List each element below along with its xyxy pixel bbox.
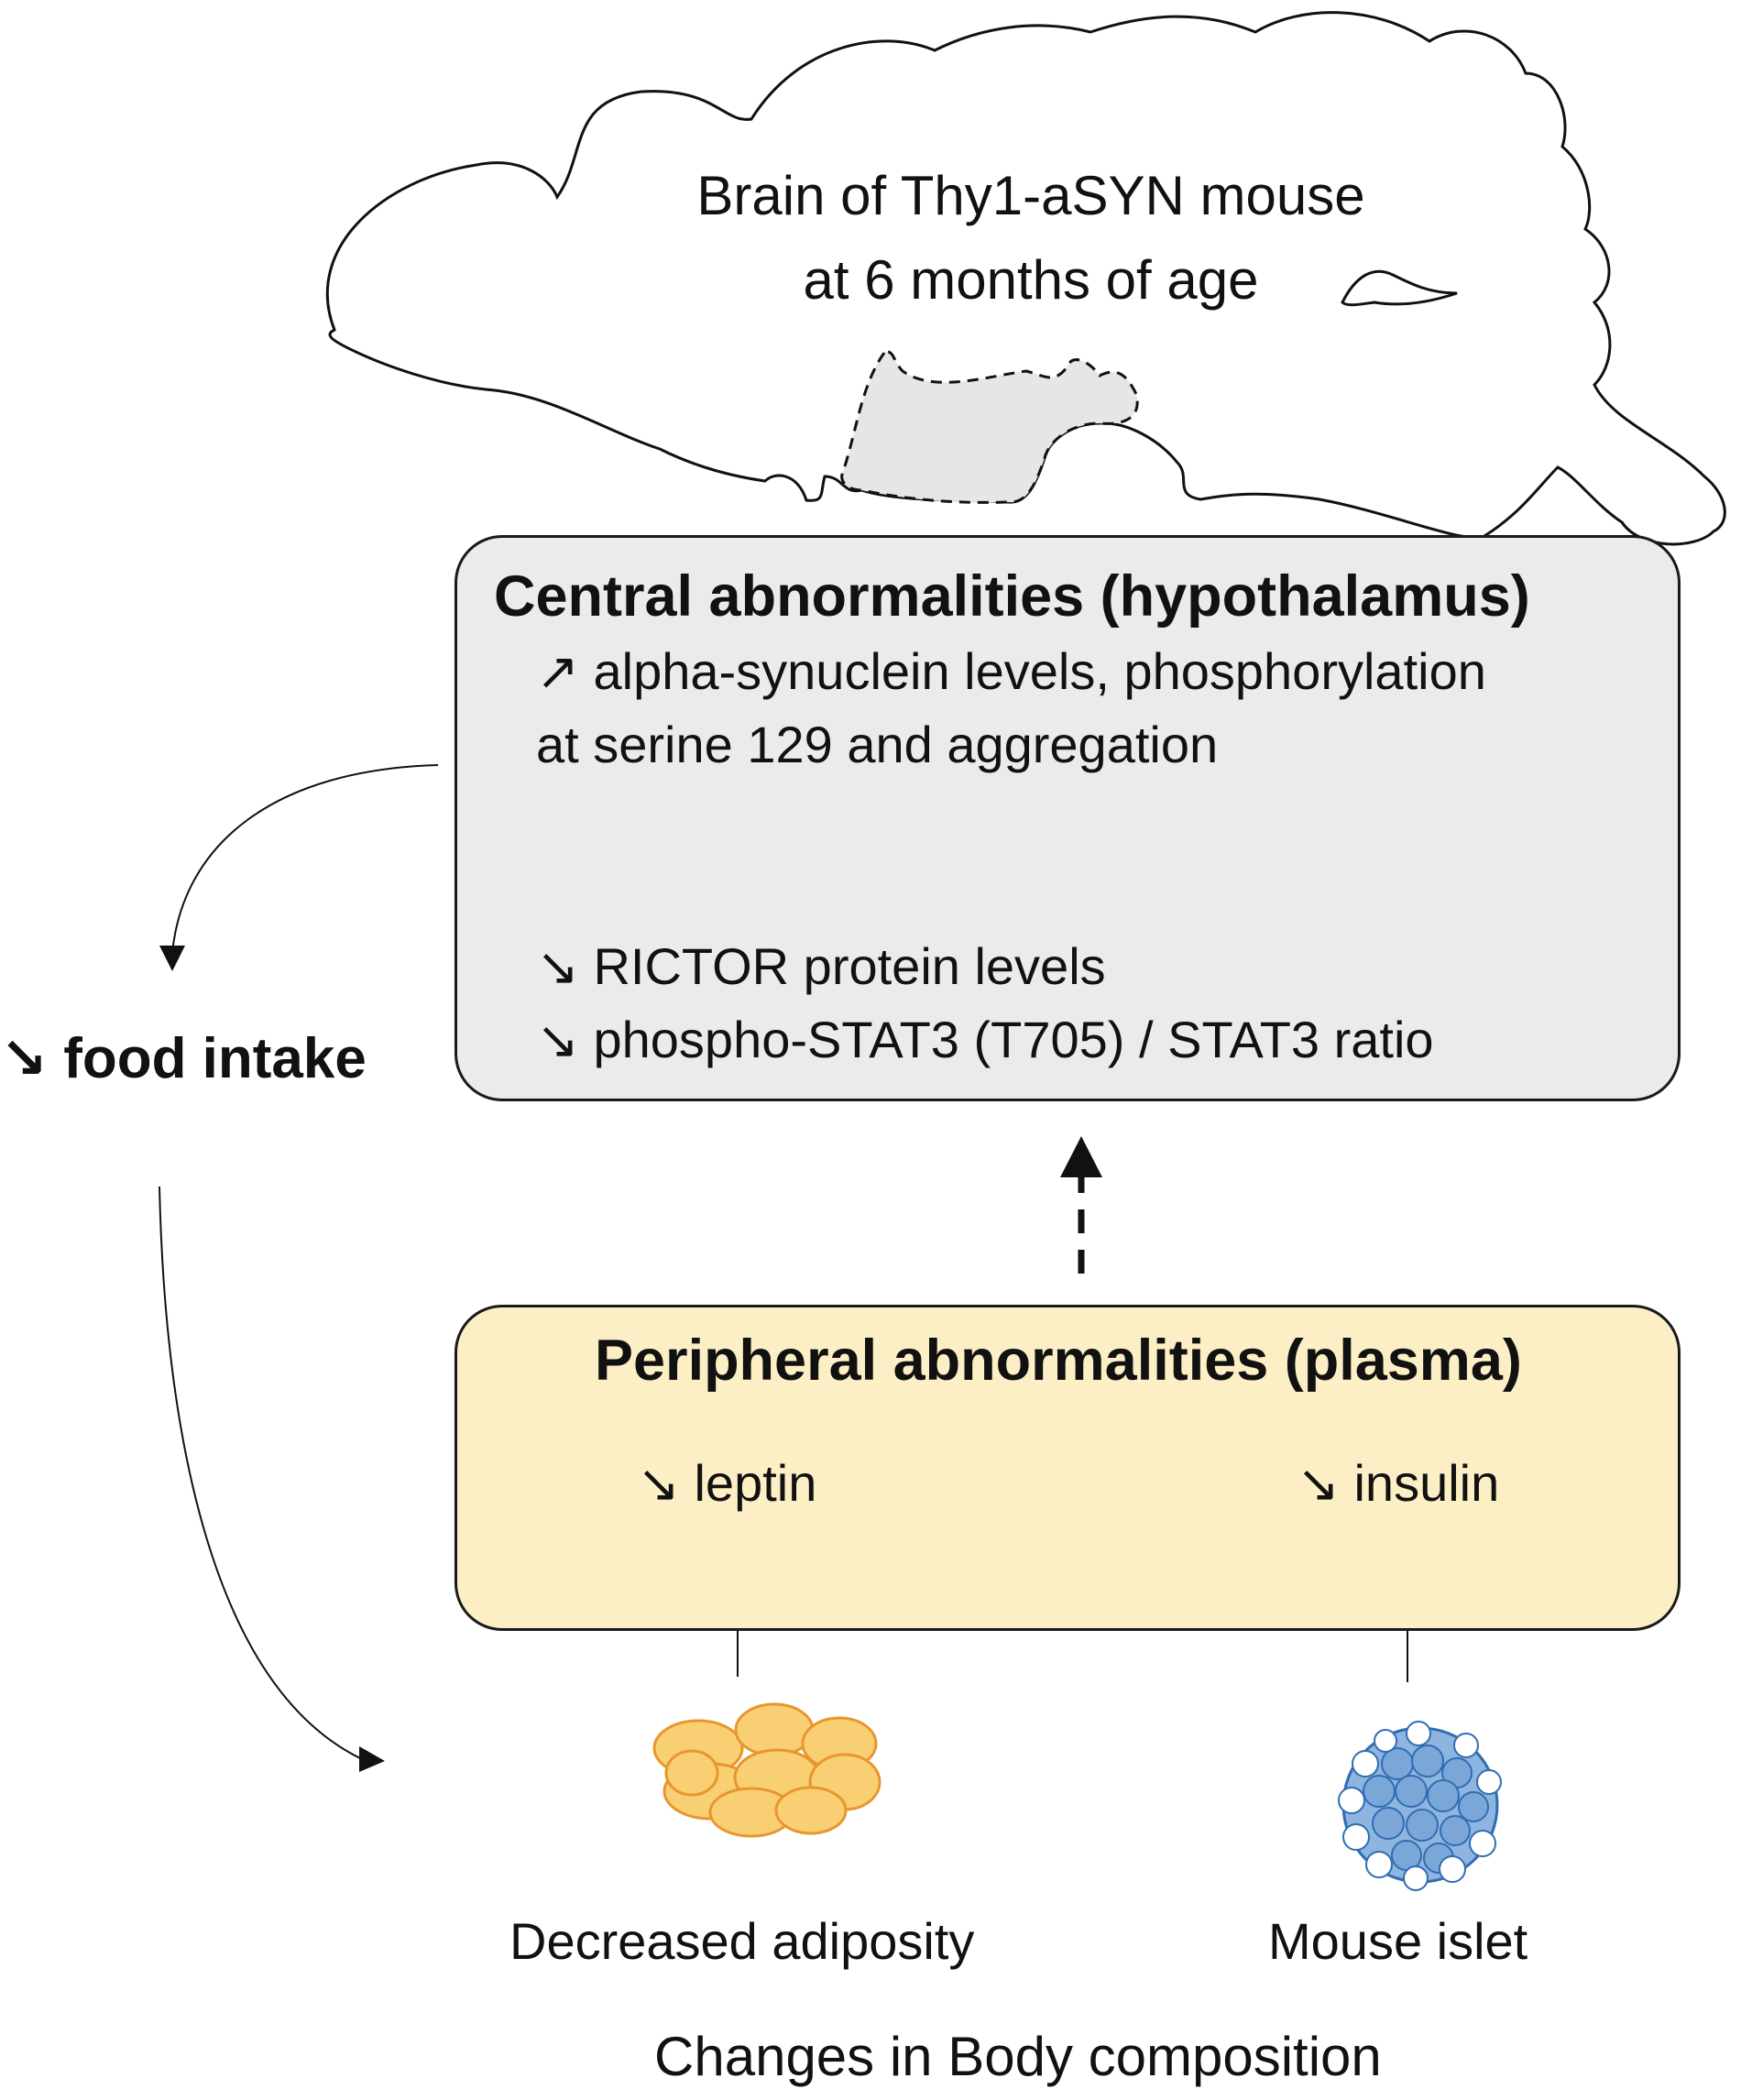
food-to-body-arrowhead [359,1746,385,1772]
decrease-arrow-icon: ↘ [536,1011,579,1068]
peripheral-to-central-arrowhead [1060,1136,1102,1177]
central-line-3: ↘ RICTOR protein levels [536,930,1106,1003]
brain-title-line1: Brain of Thy1-aSYN mouse [696,165,1365,226]
decrease-arrow-icon: ↘ [637,1454,680,1512]
central-line-4: ↘ phospho-STAT3 (T705) / STAT3 ratio [536,1003,1434,1077]
adipocyte-cluster-icon [652,1702,881,1838]
leptin-label: ↘ leptin [637,1447,816,1520]
brain-title: Brain of Thy1-aSYN mouse at 6 months of … [513,154,1549,323]
brain-fold [1341,269,1458,307]
peripheral-abnormalities-box: Peripheral abnormalities (plasma) ↘ lept… [454,1305,1681,1631]
central-line-1-text: alpha-synuclein levels, phosphorylation [593,642,1486,700]
hypothalamus-region [840,350,1139,504]
islet-caption: Mouse islet [1268,1912,1528,1970]
increase-arrow-icon: ↗ [536,642,579,700]
leptin-text: leptin [694,1454,817,1512]
central-box-title: Central abnormalities (hypothalamus) [494,564,1530,629]
body-composition-caption: Changes in Body composition [654,2026,1382,2087]
brain-title-line2: at 6 months of age [803,249,1259,311]
central-line-3-text: RICTOR protein levels [593,937,1106,995]
central-to-food-arrow [171,764,439,954]
central-line-2: at serine 129 and aggregation [536,716,1219,773]
food-intake-label: ↘ food intake [0,1024,367,1091]
food-intake-text: food intake [63,1027,367,1090]
decrease-arrow-icon: ↘ [0,1027,48,1090]
central-line-1: ↗ alpha-synuclein levels, phosphorylatio… [536,635,1486,708]
central-abnormalities-box: Central abnormalities (hypothalamus) ↗ a… [454,535,1681,1101]
peripheral-box-title: Peripheral abnormalities (plasma) [595,1329,1522,1393]
mouse-islet-icon [1338,1721,1502,1891]
insulin-label: ↘ insulin [1297,1447,1499,1520]
decrease-arrow-icon: ↘ [536,937,579,995]
central-to-food-arrowhead [159,946,185,971]
insulin-text: insulin [1353,1454,1500,1512]
central-line-4-text: phospho-STAT3 (T705) / STAT3 ratio [593,1011,1434,1068]
decrease-arrow-icon: ↘ [1297,1454,1340,1512]
food-to-body-arrow [159,1186,363,1760]
adiposity-caption: Decreased adiposity [509,1912,975,1970]
brain-outline [325,11,1726,546]
